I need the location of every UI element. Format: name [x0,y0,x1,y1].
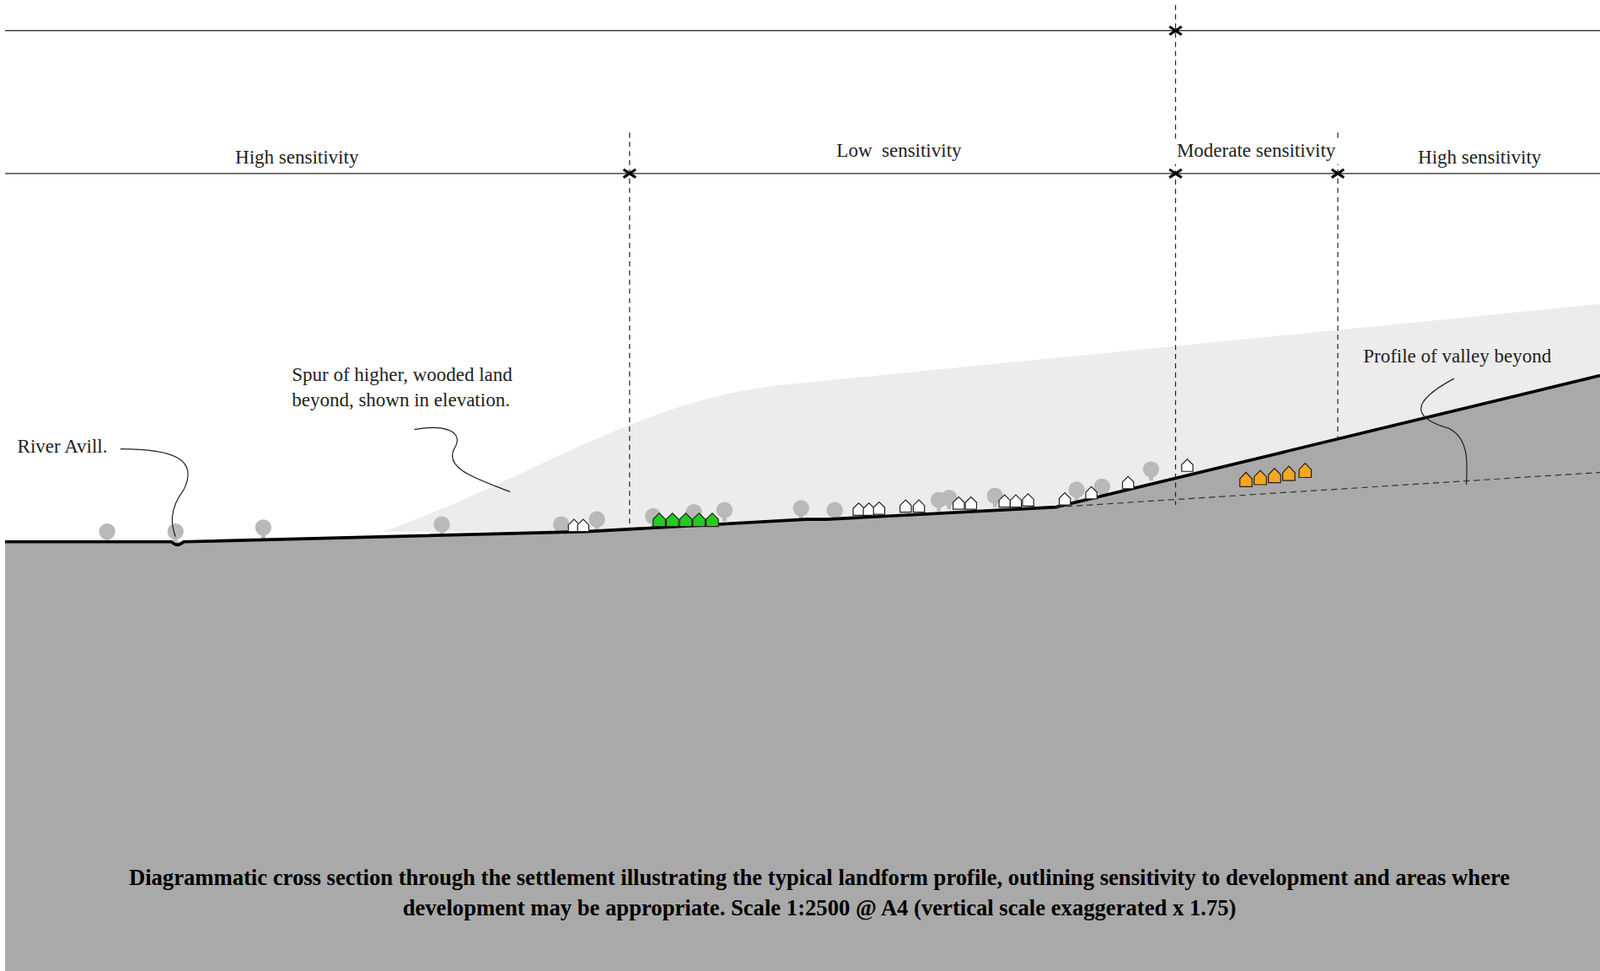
house [653,513,666,527]
annotation-label: Profile of valley beyond [1363,343,1588,370]
figure-caption: Diagrammatic cross section through the s… [122,862,1517,924]
house [577,519,589,532]
house [692,513,706,527]
house [1122,476,1134,489]
tree [588,510,605,531]
house [1268,468,1282,484]
house [1181,459,1193,473]
tree [98,523,115,543]
tree [167,523,184,543]
sensitivity-zone-label: High sensitivity [1377,144,1582,171]
ground-section [5,375,1600,971]
tree [793,499,810,520]
annotation-label: Spur of higher, wooded land beyond, show… [291,362,521,414]
house [900,499,912,513]
house [873,502,885,516]
house [863,503,875,516]
house [1254,470,1268,485]
house [1022,493,1034,507]
river-label: River Avill. [17,434,130,461]
tree [716,502,733,522]
house [1085,486,1097,500]
house [965,497,977,511]
house [1299,463,1312,478]
house [998,494,1010,508]
dimension-lines [5,5,1600,531]
sensitivity-zone-label: Low sensitivity [786,139,1011,165]
valley-profile-line [1056,472,1600,507]
houses [568,459,1311,532]
tree [433,516,450,537]
house [679,513,693,527]
house [853,503,865,516]
tree [255,519,272,539]
house [1283,466,1296,481]
tick-marks [623,26,1345,178]
house [1058,493,1070,506]
ground-profile [5,375,1600,545]
house [912,499,924,513]
house [1240,472,1253,487]
sensitivity-zone-label: High sensitivity [194,144,399,171]
tree [1143,461,1160,481]
house [1009,494,1021,508]
house [665,513,679,527]
sensitivity-zone-label: Moderate sensitivity [1173,139,1339,165]
house [706,513,720,527]
house [953,497,965,511]
